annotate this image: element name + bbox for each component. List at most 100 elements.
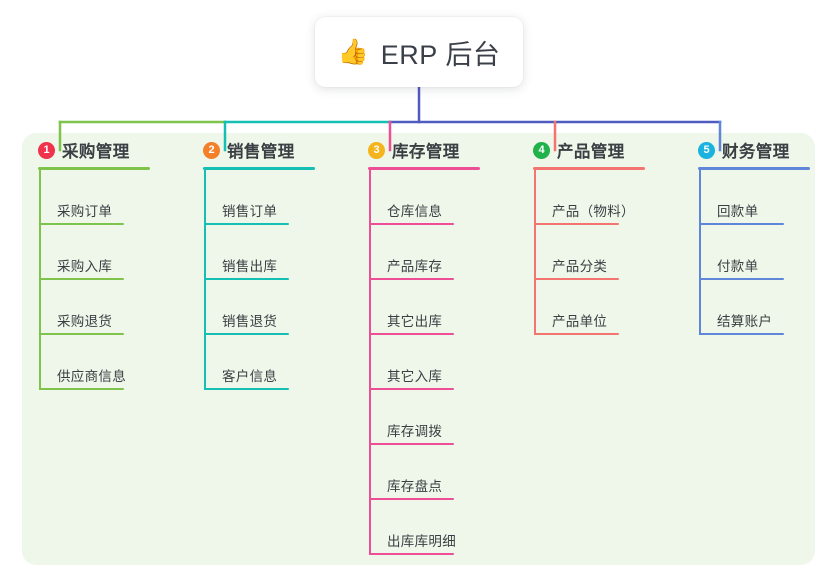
branch-item[interactable]: 销售退货	[204, 280, 352, 335]
branch-column: 1 采购管理采购订单采购入库采购退货供应商信息	[22, 133, 187, 390]
branch-column: 5 财务管理回款单付款单结算账户	[682, 133, 839, 335]
branch-header[interactable]: 4 产品管理	[517, 133, 682, 167]
branch-item-list: 回款单付款单结算账户	[699, 170, 839, 335]
branch-spine	[534, 170, 536, 335]
branch-item-list: 产品（物料） 产品分类产品单位	[534, 170, 682, 335]
branch-item-rule	[369, 388, 454, 390]
branch-item-rule	[699, 278, 784, 280]
branch-item-rule	[699, 223, 784, 225]
branch-item[interactable]: 产品分类	[534, 225, 682, 280]
branch-item[interactable]: 采购订单	[39, 170, 187, 225]
branch-item-label: 库存盘点	[387, 479, 443, 495]
branch-item-rule	[369, 278, 454, 280]
branch-item-label: 供应商信息	[57, 369, 126, 385]
branch-item-rule	[699, 333, 784, 335]
branch-item[interactable]: 库存调拨	[369, 390, 517, 445]
branch-index-badge: 2	[203, 141, 220, 159]
thumbs-up-icon: 👍	[337, 37, 369, 66]
branch-underline	[203, 167, 315, 170]
branch-item[interactable]: 付款单	[699, 225, 839, 280]
branch-underline	[533, 167, 645, 170]
branch-item[interactable]: 销售出库	[204, 225, 352, 280]
branch-item-rule	[204, 388, 289, 390]
branch-item-rule	[369, 443, 454, 445]
branch-item-rule	[534, 278, 619, 280]
branch-item-label: 销售退货	[222, 314, 278, 330]
root-node[interactable]: 👍 ERP 后台	[315, 17, 523, 87]
branch-item-label: 产品单位	[552, 314, 608, 330]
branch-item[interactable]: 其它入库	[369, 335, 517, 390]
branch-item[interactable]: 客户信息	[204, 335, 352, 390]
branch-title: 采购管理	[62, 143, 130, 161]
branch-item-rule	[534, 223, 619, 225]
branch-header[interactable]: 3 库存管理	[352, 133, 517, 167]
branch-columns: 1 采购管理采购订单采购入库采购退货供应商信息 2 销售管理销售订单销售出库销售退货客…	[22, 133, 815, 565]
branch-spine	[699, 170, 701, 335]
branch-item-label: 其它出库	[387, 314, 443, 330]
branch-underline	[368, 167, 480, 170]
branch-item-label: 仓库信息	[387, 204, 443, 220]
branch-spine	[369, 170, 371, 555]
branch-item[interactable]: 仓库信息	[369, 170, 517, 225]
branch-index-badge: 5	[698, 141, 715, 159]
branch-spine	[39, 170, 41, 390]
branch-item-label: 库存调拨	[387, 424, 443, 440]
branch-item-label: 产品库存	[387, 259, 443, 275]
branch-item[interactable]: 产品库存	[369, 225, 517, 280]
branch-item[interactable]: 采购入库	[39, 225, 187, 280]
branch-item-rule	[369, 333, 454, 335]
branch-item-label: 回款单	[717, 204, 759, 220]
branch-title: 财务管理	[722, 143, 790, 161]
branch-column: 4 产品管理产品（物料） 产品分类产品单位	[517, 133, 682, 335]
branch-item[interactable]: 其它出库	[369, 280, 517, 335]
branch-title: 产品管理	[557, 143, 625, 161]
branch-item[interactable]: 供应商信息	[39, 335, 187, 390]
branch-column: 3 库存管理仓库信息产品库存其它出库其它入库库存调拨库存盘点出库库明细	[352, 133, 517, 555]
branch-item[interactable]: 产品（物料）	[534, 170, 682, 225]
branch-item-label: 出库库明细	[387, 534, 456, 550]
branch-item-rule	[369, 223, 454, 225]
branch-item-list: 销售订单销售出库销售退货客户信息	[204, 170, 352, 390]
branch-item-rule	[39, 388, 124, 390]
branch-item-rule	[39, 333, 124, 335]
branch-item-label: 其它入库	[387, 369, 443, 385]
branch-item-label: 销售出库	[222, 259, 278, 275]
branch-header[interactable]: 5 财务管理	[682, 133, 839, 167]
branch-item-label: 客户信息	[222, 369, 278, 385]
branch-index-badge: 3	[368, 141, 385, 159]
branch-underline	[38, 167, 150, 170]
branch-item-rule	[534, 333, 619, 335]
branch-title: 库存管理	[392, 143, 460, 161]
branch-item-label: 采购订单	[57, 204, 113, 220]
branch-title: 销售管理	[227, 143, 295, 161]
branch-item-rule	[369, 498, 454, 500]
branch-item-rule	[369, 553, 454, 555]
branch-item[interactable]: 销售订单	[204, 170, 352, 225]
branch-item[interactable]: 库存盘点	[369, 445, 517, 500]
branch-item-rule	[204, 278, 289, 280]
branch-item-rule	[39, 223, 124, 225]
branch-item[interactable]: 结算账户	[699, 280, 839, 335]
branch-item-label: 产品分类	[552, 259, 608, 275]
branch-item-list: 仓库信息产品库存其它出库其它入库库存调拨库存盘点出库库明细	[369, 170, 517, 555]
branch-item[interactable]: 采购退货	[39, 280, 187, 335]
branch-item[interactable]: 产品单位	[534, 280, 682, 335]
branch-item[interactable]: 回款单	[699, 170, 839, 225]
root-title: ERP 后台	[380, 39, 501, 70]
branch-item-list: 采购订单采购入库采购退货供应商信息	[39, 170, 187, 390]
branch-item-rule	[204, 223, 289, 225]
branch-item-rule	[204, 333, 289, 335]
branch-header[interactable]: 2 销售管理	[187, 133, 352, 167]
branch-item-label: 结算账户	[717, 314, 773, 330]
branch-item-label: 采购退货	[57, 314, 113, 330]
branch-index-badge: 4	[533, 141, 550, 159]
diagram-panel	[22, 133, 815, 565]
branch-item[interactable]: 出库库明细	[369, 500, 517, 555]
branch-spine	[204, 170, 206, 390]
branch-header[interactable]: 1 采购管理	[22, 133, 187, 167]
branch-item-label: 付款单	[717, 259, 759, 275]
branch-index-badge: 1	[38, 141, 55, 159]
branch-item-label: 产品（物料）	[552, 204, 635, 220]
branch-underline	[698, 167, 810, 170]
